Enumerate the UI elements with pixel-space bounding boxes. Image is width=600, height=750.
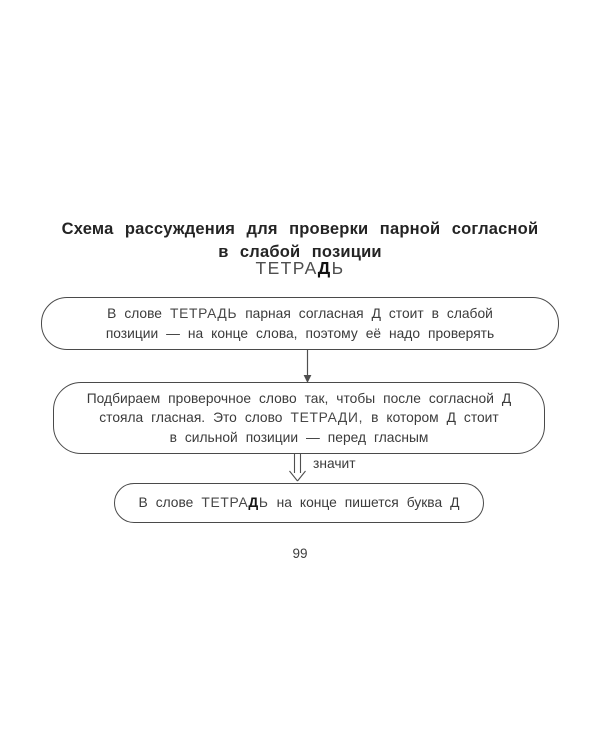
flow-box-1-line-1: В слове ТЕТРАДЬ парная согласная Д стоит… [107,304,493,324]
text-segment: стояла гласная. Это слово [99,410,291,426]
headword-prefix: ТЕТРА [255,258,318,278]
text-segment: Подбираем проверочное слово так, чтобы п… [86,390,512,406]
down-arrow-icon [303,350,312,383]
emphasized-word: ТЕТРАДЬ [169,306,238,321]
page-number: 99 [292,546,308,561]
title-line-1: Схема рассуждения для проверки парной со… [61,220,539,239]
text-segment: позиции — на конце слова, поэтому её над… [105,325,495,341]
emphasized-word: ТЕТРАДИ, [290,410,364,426]
headword-tetrad: ТЕТРАДЬ [0,257,600,279]
highlighted-letter: Д [248,495,259,511]
text-segment: В слове [138,495,202,511]
text-segment: в котором Д стоит [363,410,499,426]
emphasized-word: Ь [258,495,269,511]
flow-box-check-word: Подбираем проверочное слово так, чтобы п… [53,382,545,454]
flow-box-2-line-2: стояла гласная. Это слово ТЕТРАДИ, в кот… [99,408,498,428]
page-title: Схема рассуждения для проверки парной со… [0,218,600,264]
flow-box-2-line-3: в сильной позиции — перед гласным [170,428,429,448]
flow-box-2-line-1: Подбираем проверочное слово так, чтобы п… [87,389,512,409]
emphasized-word: ТЕТРА [201,495,249,511]
text-segment: на конце пишется буква Д [268,495,460,511]
text-segment: в сильной позиции — перед гласным [169,429,429,445]
title-line-2: в слабой позиции [218,243,382,262]
text-segment: парная согласная Д стоит в слабой [237,306,493,321]
flow-box-conclusion: В слове ТЕТРАДЬ на конце пишется буква Д [114,483,484,523]
headword-suffix: Ь [331,258,345,278]
connector-label: значит [313,456,356,471]
flow-box-weak-position: В слове ТЕТРАДЬ парная согласная Д стоит… [41,297,559,350]
flow-box-1-line-2: позиции — на конце слова, поэтому её над… [106,324,494,344]
text-segment: В слове [107,306,170,321]
headword-highlight-letter: Д [317,258,332,278]
flow-box-3-line-1: В слове ТЕТРАДЬ на конце пишется буква Д [139,493,460,513]
double-down-arrow-icon [289,454,306,482]
